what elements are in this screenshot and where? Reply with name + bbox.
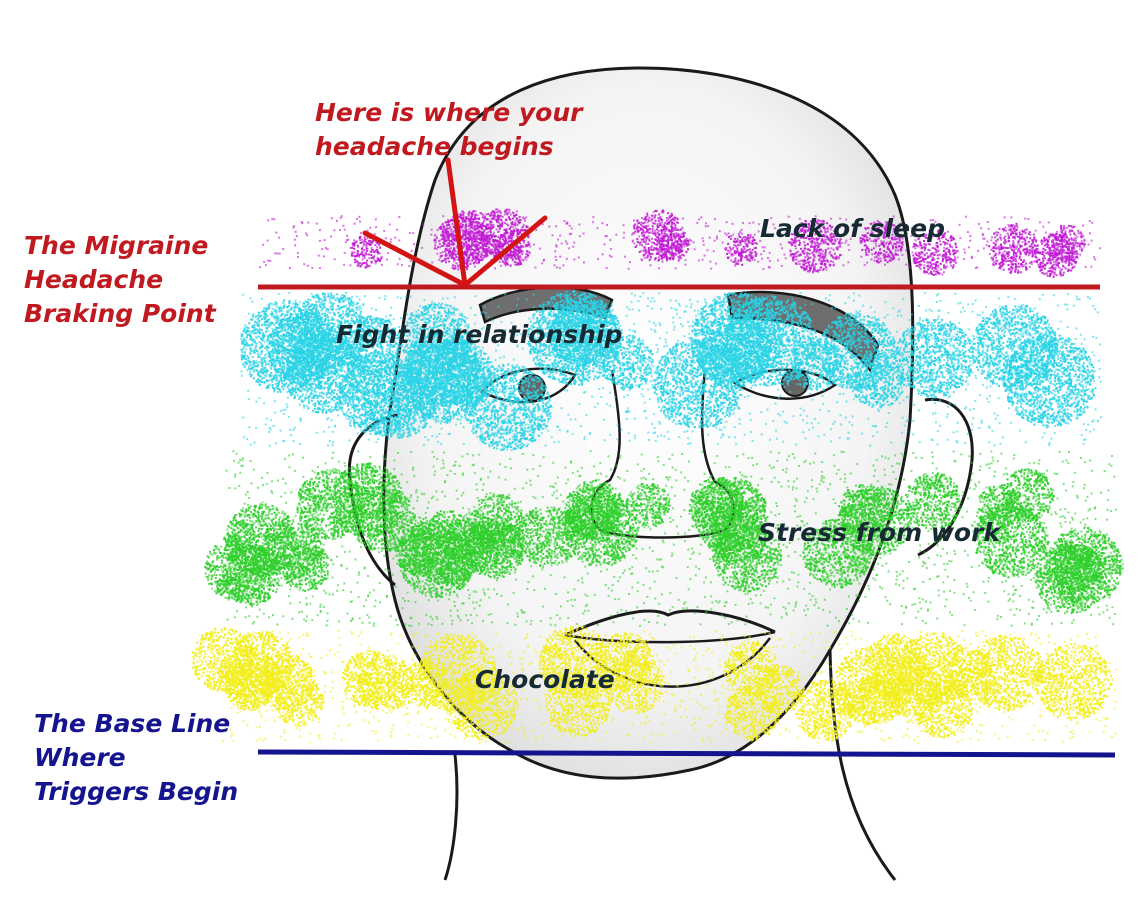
- baseline-line: [258, 752, 1115, 755]
- pointer-label-line1: Here is where your: [315, 96, 582, 130]
- pointer-label-line2: headache begins: [315, 130, 582, 164]
- baseline-line3: Triggers Begin: [34, 775, 238, 809]
- band-label-lack-of-sleep: Lack of sleep: [760, 212, 945, 246]
- breaking-point-line2: Headache: [24, 263, 216, 297]
- face-drawing: [349, 68, 972, 880]
- breaking-point-label: The Migraine Headache Braking Point: [24, 229, 216, 331]
- baseline-line1: The Base Line: [34, 707, 238, 741]
- breaking-point-line3: Braking Point: [24, 297, 216, 331]
- pointer-label: Here is where your headache begins: [315, 96, 582, 164]
- baseline-label: The Base Line Where Triggers Begin: [34, 707, 238, 809]
- band-label-chocolate: Chocolate: [475, 663, 615, 697]
- neck-left: [445, 755, 457, 880]
- band-label-stress-from-work: Stress from work: [758, 516, 1000, 550]
- band-label-fight-in-relationship: Fight in relationship: [336, 318, 622, 352]
- baseline-line2: Where: [34, 741, 238, 775]
- breaking-point-line1: The Migraine: [24, 229, 216, 263]
